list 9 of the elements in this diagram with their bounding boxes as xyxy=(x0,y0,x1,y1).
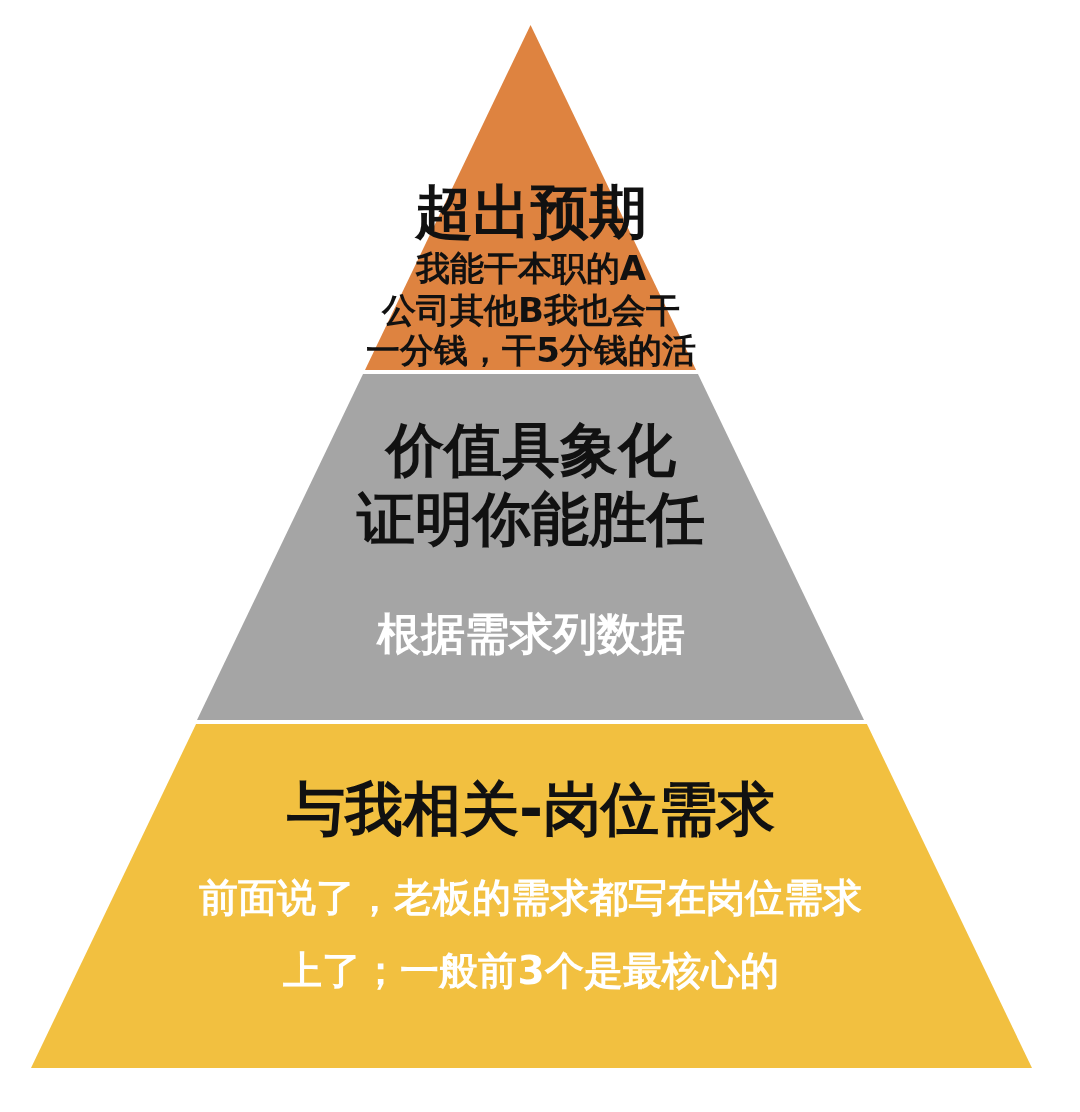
tier-heading: 与我相关-岗位需求 xyxy=(286,775,776,845)
pyramid-tier xyxy=(30,724,1032,1068)
pyramid-tier xyxy=(197,374,865,720)
pyramid-tier xyxy=(365,25,697,370)
tier-text: 我能干本职的A xyxy=(415,247,647,289)
tier-heading: 价值具象化 xyxy=(386,416,676,486)
tier-heading: 证明你能胜任 xyxy=(357,485,705,555)
tier-text: 根据需求列数据 xyxy=(377,607,685,661)
tier-text: 前面说了，老板的需求都写在岗位需求上了；一般前3个是最核心的 xyxy=(198,874,864,995)
